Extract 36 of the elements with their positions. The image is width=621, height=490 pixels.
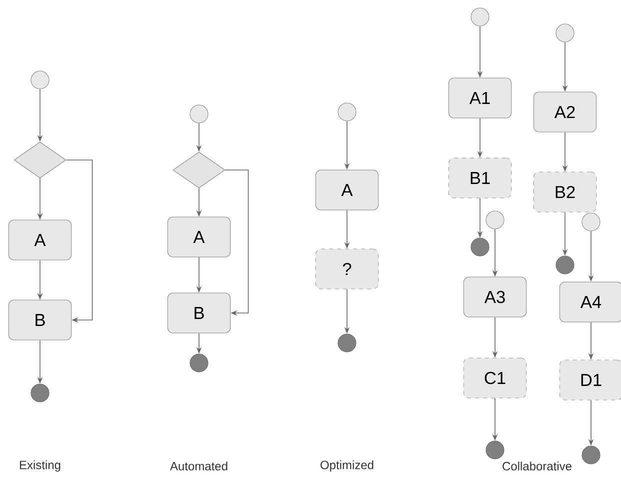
process-box: A2 bbox=[533, 92, 597, 132]
optional-box: B2 bbox=[533, 172, 597, 212]
end-circle bbox=[556, 256, 574, 274]
start-circle bbox=[486, 210, 504, 230]
column-title: Collaborative bbox=[502, 462, 572, 470]
start-circle bbox=[556, 24, 574, 42]
column-title: Optimized bbox=[320, 460, 374, 472]
process-box: A3 bbox=[463, 276, 527, 318]
end-circle bbox=[582, 446, 600, 464]
start-circle bbox=[470, 8, 490, 26]
start-circle bbox=[30, 70, 50, 90]
process-box: A bbox=[315, 170, 379, 210]
end-circle bbox=[30, 384, 50, 402]
optional-box: ? bbox=[315, 248, 379, 290]
start-circle bbox=[338, 102, 356, 122]
end-circle bbox=[470, 238, 490, 256]
arrow bbox=[66, 160, 93, 323]
start-circle bbox=[582, 212, 600, 232]
end-circle bbox=[338, 334, 356, 352]
optional-box: B1 bbox=[448, 158, 512, 198]
optional-box: D1 bbox=[559, 360, 621, 400]
decision-diamond bbox=[172, 152, 226, 188]
process-box: A bbox=[167, 216, 231, 258]
process-box: A4 bbox=[559, 282, 621, 322]
process-box: A1 bbox=[448, 78, 512, 118]
optional-box: C1 bbox=[463, 358, 527, 398]
process-box: B bbox=[8, 300, 72, 340]
end-circle bbox=[190, 354, 208, 372]
arrow bbox=[224, 170, 249, 316]
decision-diamond bbox=[14, 142, 66, 178]
column-title: Automated bbox=[170, 462, 228, 470]
start-circle bbox=[190, 104, 208, 124]
process-box: B bbox=[167, 292, 231, 334]
column-title: Existing bbox=[20, 460, 60, 472]
process-box: A bbox=[8, 220, 72, 260]
end-circle bbox=[486, 440, 504, 460]
